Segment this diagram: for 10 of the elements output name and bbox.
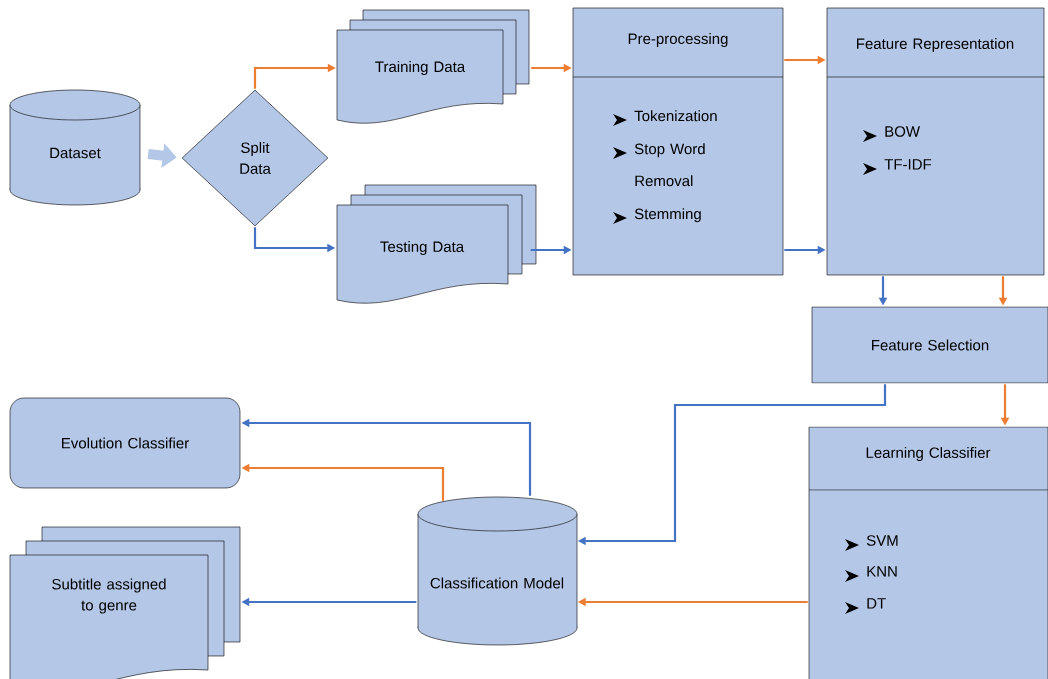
database-cylinder: Dataset bbox=[9, 89, 141, 206]
process-box: Feature Selection bbox=[811, 306, 1048, 384]
process-box: Pre-processing Tokenization Stop Word Removal Stemming bbox=[572, 7, 784, 276]
process-box: Learning Classifier SVM KNN DT bbox=[808, 426, 1048, 679]
document-stack: Subtitle assigned to genre bbox=[9, 526, 241, 679]
database-cylinder: Classification Model bbox=[417, 496, 578, 646]
document-stack: Testing Data bbox=[336, 184, 537, 304]
document-stack: Training Data bbox=[336, 9, 530, 124]
process-box: Feature Representation BOW TF-IDF bbox=[826, 7, 1045, 276]
rounded-box: Evolution Classifier bbox=[9, 397, 241, 489]
